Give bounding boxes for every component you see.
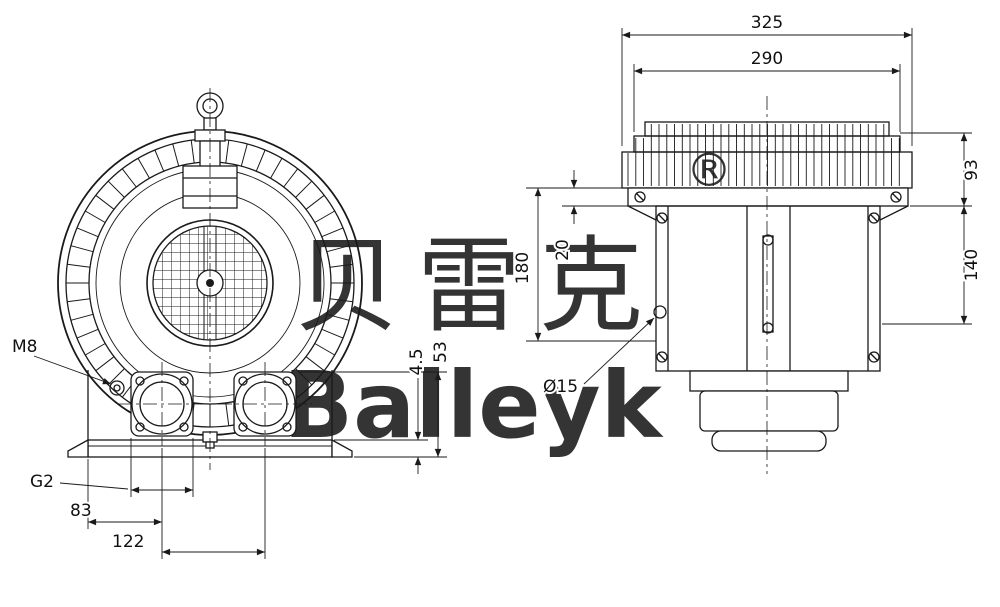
foot-left [67, 438, 89, 458]
mounting-hole-dia15 [653, 305, 667, 319]
dim-port-distance-122: 122 [112, 532, 144, 552]
assembly-screws [634, 191, 902, 363]
watermark-cjk-text: 贝雷克 [295, 225, 661, 347]
dim-height-180: 180 [513, 252, 533, 284]
m8-mounting-hole [109, 380, 125, 396]
dim-offset-20: 20 [553, 239, 573, 261]
tie-rod [762, 235, 774, 333]
dimension-annotations: 325 290 93 140 180 20 Ø15 53 [10, 11, 984, 559]
dim-spacing-83: 83 [70, 501, 92, 521]
dim-thread-m8: M8 [12, 337, 37, 357]
cooling-fins-side [627, 124, 900, 186]
side-view-drawing [621, 96, 913, 474]
dim-inner-width: 290 [751, 49, 783, 69]
front-centerlines [118, 88, 312, 470]
housing-flange-band [627, 187, 909, 207]
dim-height-93: 93 [962, 159, 982, 181]
motor-body-side [627, 205, 909, 372]
lifting-eyebolt [194, 92, 226, 168]
dim-base-thickness-4-5: 4.5 [407, 348, 427, 375]
dim-port-height-53: 53 [431, 341, 451, 363]
dim-height-140: 140 [962, 249, 982, 281]
motor-end-bell [689, 370, 849, 452]
foot-right [331, 438, 353, 458]
front-view-drawing [57, 88, 363, 470]
dim-thread-g2: G2 [30, 472, 54, 492]
dim-overall-width: 325 [751, 13, 783, 33]
watermark-latin-text: Balleyk [283, 352, 664, 459]
dim-hole-diameter-15: Ø15 [543, 377, 578, 397]
